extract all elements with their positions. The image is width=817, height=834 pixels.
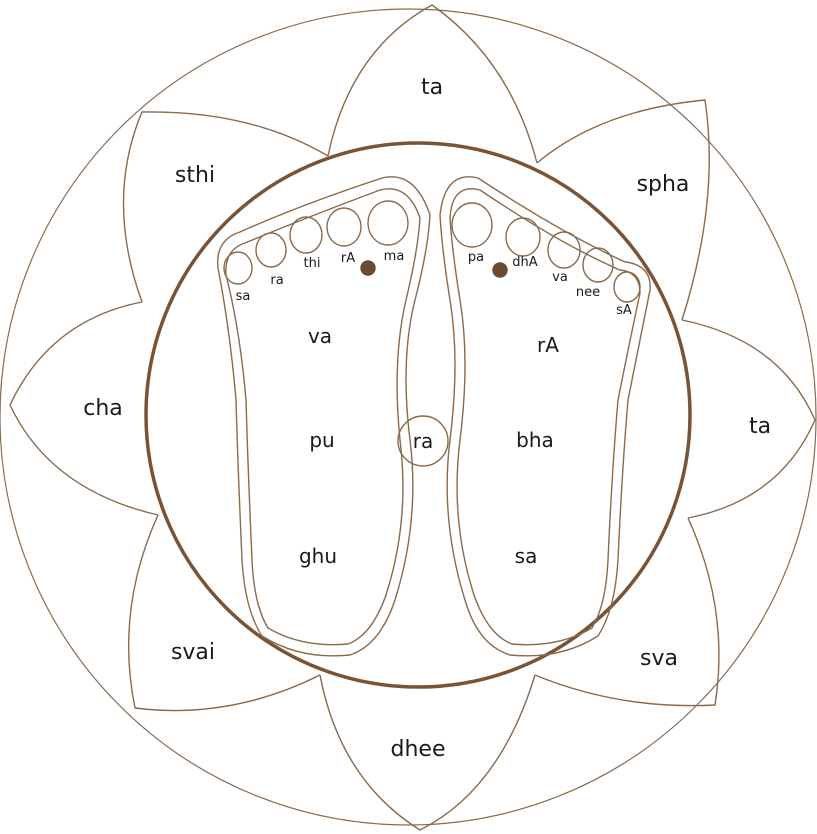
right-toe-1 xyxy=(452,203,492,247)
right-toe-2 xyxy=(506,218,540,256)
left-toe-2 xyxy=(256,233,286,267)
right-toe-label-2: dhA xyxy=(512,255,537,270)
right-foot-upper-label: rA xyxy=(537,333,559,357)
right-foot-heel-label: sa xyxy=(515,544,538,568)
right-toe-label-3: va xyxy=(552,270,568,285)
left-foot-mark xyxy=(361,261,375,275)
petal-label-right: ta xyxy=(749,414,771,439)
left-foot-heel-label: ghu xyxy=(299,544,337,568)
left-toe-3 xyxy=(290,217,322,253)
right-toe-5 xyxy=(614,272,640,302)
lotus-petals xyxy=(10,5,815,830)
left-foot-middle-label: pu xyxy=(309,428,334,452)
petal-label-left: cha xyxy=(83,396,123,421)
inner-circle xyxy=(146,143,690,687)
right-foot xyxy=(440,177,650,656)
petal-bottom-left xyxy=(129,515,320,711)
petal-top-right xyxy=(537,100,709,320)
petal-label-bottom-right: sva xyxy=(640,646,678,671)
right-toe-label-5: sA xyxy=(616,303,632,318)
petal-label-bottom: dhee xyxy=(391,737,446,762)
left-toe-label-3: thi xyxy=(304,256,321,271)
left-toe-label-2: ra xyxy=(270,273,283,288)
petal-bottom-right xyxy=(535,518,719,706)
right-foot-middle-label: bha xyxy=(516,428,554,452)
left-toe-label-4: rA xyxy=(341,251,355,266)
right-toe-label-4: nee xyxy=(576,285,600,300)
left-toe-1 xyxy=(224,252,252,284)
left-toe-label-5: ma xyxy=(384,249,405,264)
petal-label-top-left: sthi xyxy=(175,163,215,188)
center-label: ra xyxy=(413,429,433,453)
left-toe-label-1: sa xyxy=(236,289,251,304)
right-foot-outline xyxy=(440,177,650,656)
left-foot-upper-label: va xyxy=(308,324,332,348)
left-toe-5 xyxy=(368,201,408,245)
right-foot-mark xyxy=(493,263,507,277)
petal-label-bottom-left: svai xyxy=(171,640,215,665)
petal-label-top-right: spha xyxy=(637,172,690,197)
petal-label-top: ta xyxy=(421,75,443,100)
right-toe-label-1: pa xyxy=(468,250,484,265)
left-toe-4 xyxy=(327,208,361,246)
right-toe-3 xyxy=(548,232,580,268)
